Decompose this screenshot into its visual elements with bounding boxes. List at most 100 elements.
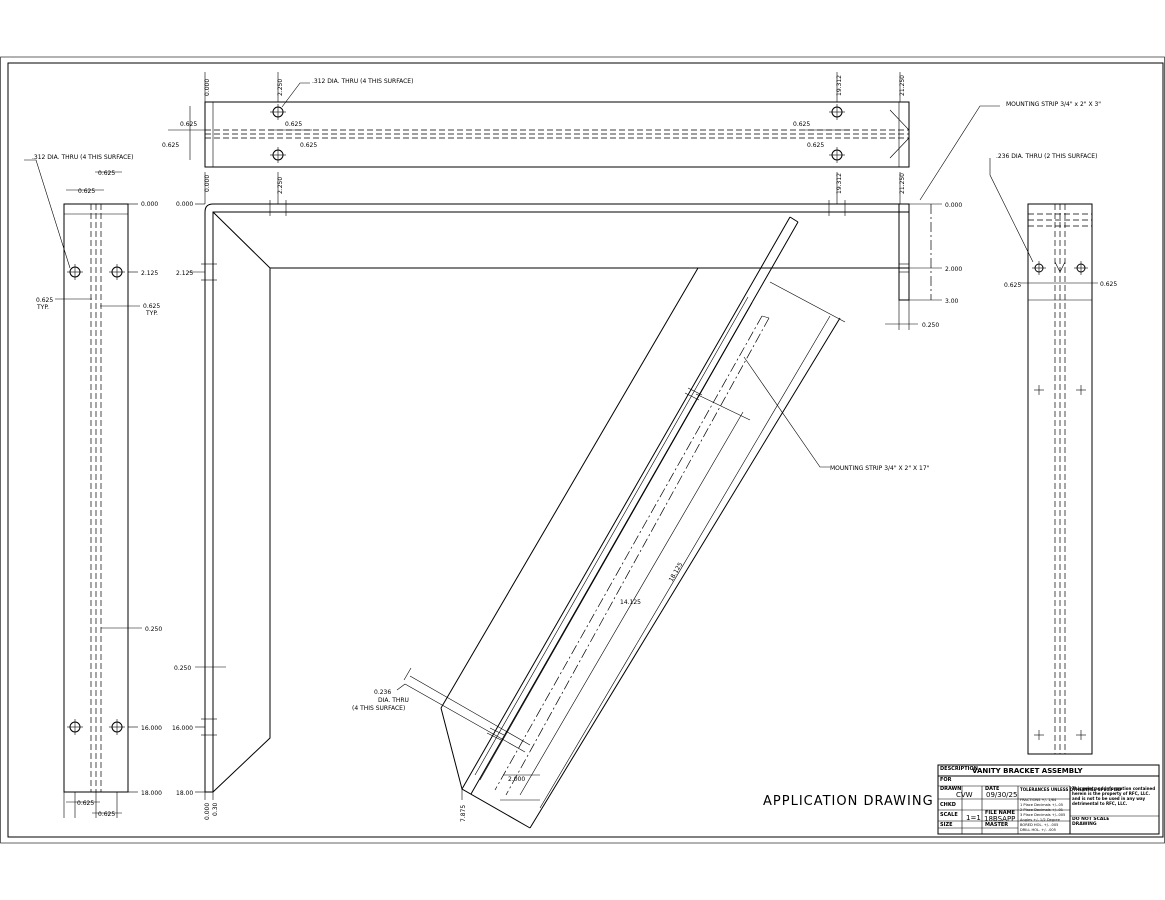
typ-label-r: TYP. — [145, 310, 158, 317]
dim-front-r0250: 0.250 — [922, 322, 939, 329]
dim-front-y18: 18.00 — [176, 790, 193, 797]
dim-left-0000: 0.000 — [141, 201, 158, 208]
right-side-view: 0.625 0.625 .236 DIA. THRU (2 THIS SURFA… — [989, 153, 1117, 755]
hole-mark — [829, 104, 845, 120]
hole-mark — [67, 264, 83, 280]
application-drawing-title: APPLICATION DRAWING — [763, 794, 934, 809]
dim-front-x2250: 2.250 — [277, 177, 284, 194]
tb-tolerance-line: 2 Place Decimals +/-.01 — [1020, 808, 1063, 812]
dim-left-bottom-b: 0.625 — [98, 811, 115, 818]
dim-brace-18125: 18.125 — [668, 561, 685, 583]
inner-border — [7, 62, 1164, 838]
hole-mark — [1032, 261, 1046, 275]
tb-drawn-label: DRAWN — [940, 786, 961, 792]
note-brace-hole-2: DIA. THRU — [378, 697, 409, 704]
hole-mark — [67, 719, 83, 735]
tb-drawn-by: CVW — [956, 791, 973, 799]
dim-front-r3: 3.00 — [945, 298, 959, 305]
dim-left-0625-a: 0.625 — [98, 170, 115, 177]
tb-proprietary-box: This print and information contained her… — [1072, 786, 1156, 806]
note-strip-short: MOUNTING STRIP 3/4" x 2" X 3" — [1006, 101, 1101, 108]
note-hole-left: .312 DIA. THRU (4 THIS SURFACE) — [32, 154, 133, 161]
hole-mark — [1034, 730, 1044, 740]
tb-tolerance-line: Angles +/- 1/2 Degree — [1020, 818, 1061, 822]
dim-top-x21250: 21.250 — [899, 75, 906, 96]
hole-mark — [1076, 730, 1086, 740]
tb-tolerance-line: DRILL HOL. +/- .005 — [1020, 828, 1056, 832]
front-elevation-view: 0.000 2.250 19.312 21.250 0.000 2.125 0.… — [172, 101, 1101, 820]
tb-do-not-scale: DO NOT SCALE DRAWING — [1072, 817, 1110, 827]
hole-mark — [270, 147, 286, 163]
tb-proprietary: This print and information contained her… — [1072, 786, 1156, 806]
dim-front-bx030: 0.30 — [212, 802, 219, 816]
dim-left-typ-l: 0.625 — [36, 297, 53, 304]
dim-front-y16: 16.000 — [172, 725, 193, 732]
note-brace-hole-3: (4 THIS SURFACE) — [352, 705, 405, 712]
dim-left-0625-b: 0.625 — [78, 188, 95, 195]
tb-scale-label: SCALE — [940, 812, 958, 818]
dim-top-r2: 0.625 — [807, 142, 824, 149]
dim-front-x0: 0.000 — [204, 175, 211, 192]
dim-left-typ-r: 0.625 — [143, 303, 160, 310]
hole-mark — [109, 264, 125, 280]
dim-top-y3: 0.625 — [285, 121, 302, 128]
dim-left-16000: 16.000 — [141, 725, 162, 732]
note-hole-right: .236 DIA. THRU (2 THIS SURFACE) — [996, 153, 1097, 160]
dim-front-y2125: 2.125 — [176, 270, 193, 277]
dim-front-x21250: 21.250 — [899, 173, 906, 194]
dim-brace-2000: 2.000 — [508, 776, 525, 783]
hole-mark — [1076, 385, 1086, 395]
left-side-view: 0.625 0.625 0.000 2.125 0.625 TYP. 0.625… — [24, 154, 162, 818]
dim-front-y0250: 0.250 — [174, 665, 191, 672]
title-block: DESCRIPTION VANITY BRACKET ASSEMBLY FOR … — [937, 764, 1160, 835]
dim-top-x19312: 19.312 — [836, 75, 843, 96]
dim-brace-7875: 7.875 — [460, 805, 467, 822]
typ-label-l: TYP. — [36, 304, 49, 311]
dim-top-r1: 0.625 — [793, 121, 810, 128]
dim-top-y1: 0.625 — [180, 121, 197, 128]
tb-do-not-scale-box: DO NOT SCALE DRAWING — [1072, 817, 1110, 827]
note-strip-long: MOUNTING STRIP 3/4" X 2" X 17" — [830, 465, 930, 472]
note-brace-hole-1: 0.236 — [374, 689, 391, 696]
tb-scale: 1=1 — [966, 814, 981, 822]
dim-right-r: 0.625 — [1100, 281, 1117, 288]
dim-left-0250: 0.250 — [145, 626, 162, 633]
tb-date-label: DATE — [985, 786, 1000, 792]
dim-front-r0: 0.000 — [945, 202, 962, 209]
top-plan-view: 0.000 2.250 19.312 21.250 0.625 0.625 0.… — [162, 72, 910, 168]
hole-mark — [109, 719, 125, 735]
tb-checked-label: CHKD — [940, 802, 956, 808]
dim-top-y4: 0.625 — [300, 142, 317, 149]
dim-left-bottom-a: 0.625 — [77, 800, 94, 807]
dim-left-18000: 18.000 — [141, 790, 162, 797]
tb-master-label: MASTER — [985, 822, 1008, 828]
tb-description: VANITY BRACKET ASSEMBLY — [972, 767, 1083, 775]
tb-size-label: SIZE — [940, 822, 953, 828]
dim-front-y0: 0.000 — [176, 201, 193, 208]
dim-front-r2: 2.000 — [945, 266, 962, 273]
tb-for-label: FOR — [940, 777, 952, 783]
tb-tolerance-line: BORED HOL. +/- .005 — [1020, 823, 1058, 827]
tb-file-name: 18BSAPP — [984, 815, 1015, 823]
tb-date: 09/30/25 — [986, 791, 1017, 799]
tb-file-label: FILE NAME — [985, 810, 1016, 816]
hole-mark — [1074, 261, 1088, 275]
dim-front-bx0: 0.000 — [204, 803, 211, 820]
dim-top-x0: 0.000 — [204, 79, 211, 96]
tb-tolerance-header: TOLERANCES UNLESS OTHERWISE SPECIFIED — [1020, 787, 1122, 792]
tb-tolerance-list: FRACTIONS +/- 1/64 1 Place Decimals +/-.… — [1020, 798, 1065, 832]
tb-tolerance-line: 1 Place Decimals +/-.05 — [1020, 803, 1063, 807]
tb-tolerance-line: FRACTIONS +/- 1/64 — [1020, 798, 1057, 802]
diagonal-brace-view: 18.125 14.125 2.000 7.875 0.236 DIA. THR… — [352, 216, 930, 829]
dim-brace-14125: 14.125 — [620, 599, 641, 606]
dim-right-l: 0.625 — [1004, 282, 1021, 289]
dim-left-2125: 2.125 — [141, 270, 158, 277]
dim-top-x2250: 2.250 — [277, 79, 284, 96]
tb-tolerance-line: 3 Place Decimals +/-.005 — [1020, 813, 1065, 817]
hole-mark — [270, 104, 286, 120]
dim-front-x19312: 19.312 — [836, 173, 843, 194]
note-hole-top: .312 DIA. THRU (4 THIS SURFACE) — [312, 78, 413, 85]
hole-mark — [829, 147, 845, 163]
tb-description-label: DESCRIPTION — [940, 766, 978, 772]
